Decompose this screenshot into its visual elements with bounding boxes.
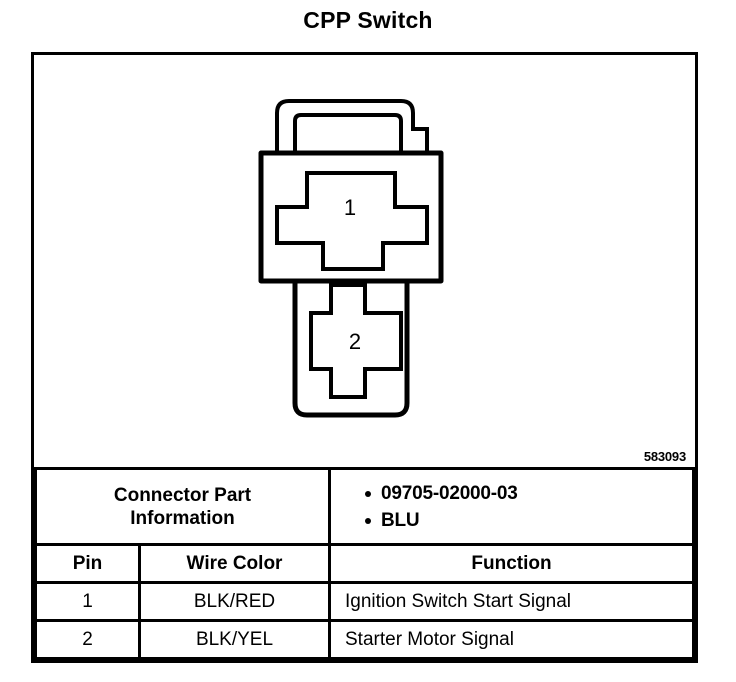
connector-diagram: 1 2 — [258, 99, 443, 418]
connector-upper-body — [258, 150, 443, 284]
table-row: 1 BLK/RED Ignition Switch Start Signal — [34, 581, 695, 622]
cell-wire-color: BLK/RED — [138, 581, 331, 622]
connector-part-information-values: 09705-02000-03 BLU — [328, 467, 695, 546]
cell-pin: 2 — [34, 619, 141, 660]
cpi-label-line-1: Connector Part — [113, 484, 252, 506]
connector-info-table: Connector Part Information 09705-02000-0… — [34, 467, 695, 660]
pin-2-number: 2 — [348, 329, 360, 354]
connector-part-information-label: Connector Part Information — [34, 467, 331, 546]
cell-wire-color: BLK/YEL — [138, 619, 331, 660]
pin-1-cavity — [274, 171, 429, 271]
cell-function: Ignition Switch Start Signal — [328, 581, 695, 622]
table-header-row: Pin Wire Color Function — [34, 543, 695, 584]
cell-pin: 1 — [34, 581, 141, 622]
cpi-label-line-2: Information — [130, 507, 235, 529]
table-row: 2 BLK/YEL Starter Motor Signal — [34, 619, 695, 660]
pin-2-cavity — [308, 283, 403, 399]
column-header-pin: Pin — [34, 543, 141, 584]
connector-lower-body — [292, 281, 409, 418]
column-header-wire-color: Wire Color — [138, 543, 331, 584]
page-title: CPP Switch — [303, 7, 433, 33]
column-header-function: Function — [328, 543, 695, 584]
content-frame: 1 2 583093 Connect — [31, 52, 698, 663]
cell-function: Starter Motor Signal — [328, 619, 695, 660]
connector-color-code: BLU — [365, 507, 692, 534]
connector-diagram-panel: 1 2 583093 — [34, 55, 695, 467]
connector-part-number: 09705-02000-03 — [365, 480, 692, 507]
pin-1-number: 1 — [343, 195, 355, 220]
latch-inner-shape — [292, 113, 403, 155]
figure-id-label: 583093 — [643, 449, 686, 464]
latch-outer-shape — [274, 99, 429, 155]
connector-part-information-row: Connector Part Information 09705-02000-0… — [34, 467, 695, 546]
